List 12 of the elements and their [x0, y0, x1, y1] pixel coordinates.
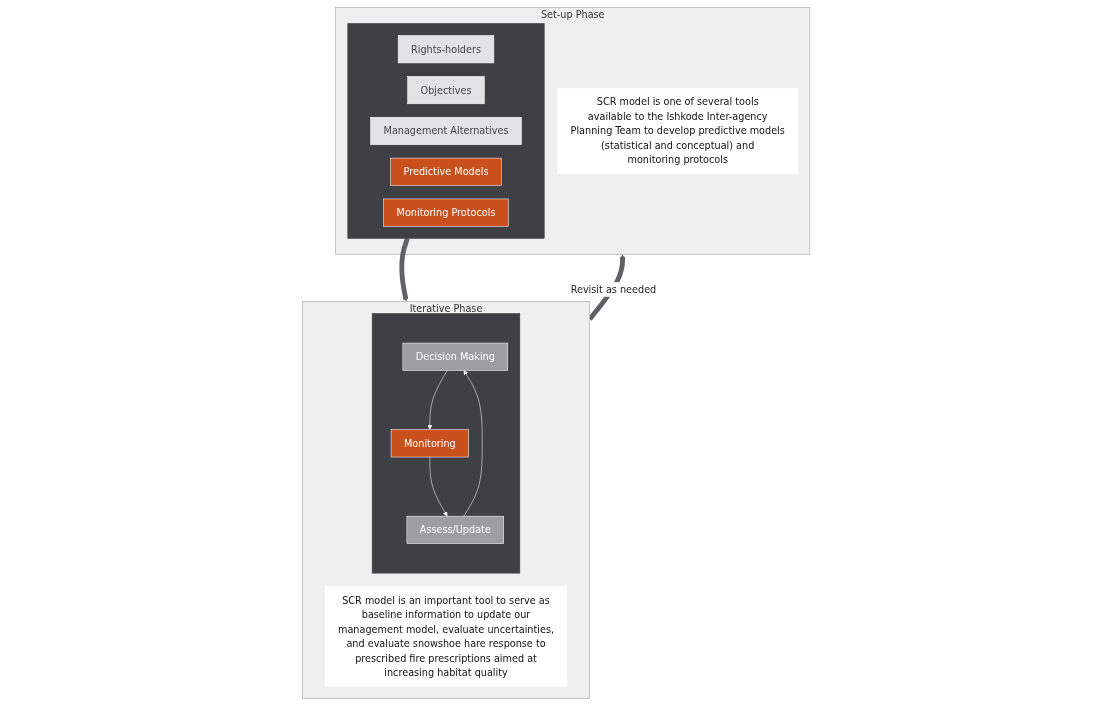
- cluster: [347, 23, 545, 239]
- node-box: Assess/Update: [407, 515, 505, 544]
- node-box: Rights-holders: [398, 35, 495, 64]
- edge-label: Revisit as needed: [571, 283, 657, 296]
- node-box: Monitoring: [391, 429, 470, 458]
- node-box: Objectives: [407, 76, 486, 105]
- node-box: Monitoring Protocols: [383, 198, 510, 227]
- arrow: [399, 237, 411, 302]
- node-box: Decision Making: [403, 342, 509, 371]
- node-box: Predictive Models: [390, 157, 503, 186]
- cluster: [372, 313, 521, 574]
- node-box: Management Alternatives: [370, 117, 523, 145]
